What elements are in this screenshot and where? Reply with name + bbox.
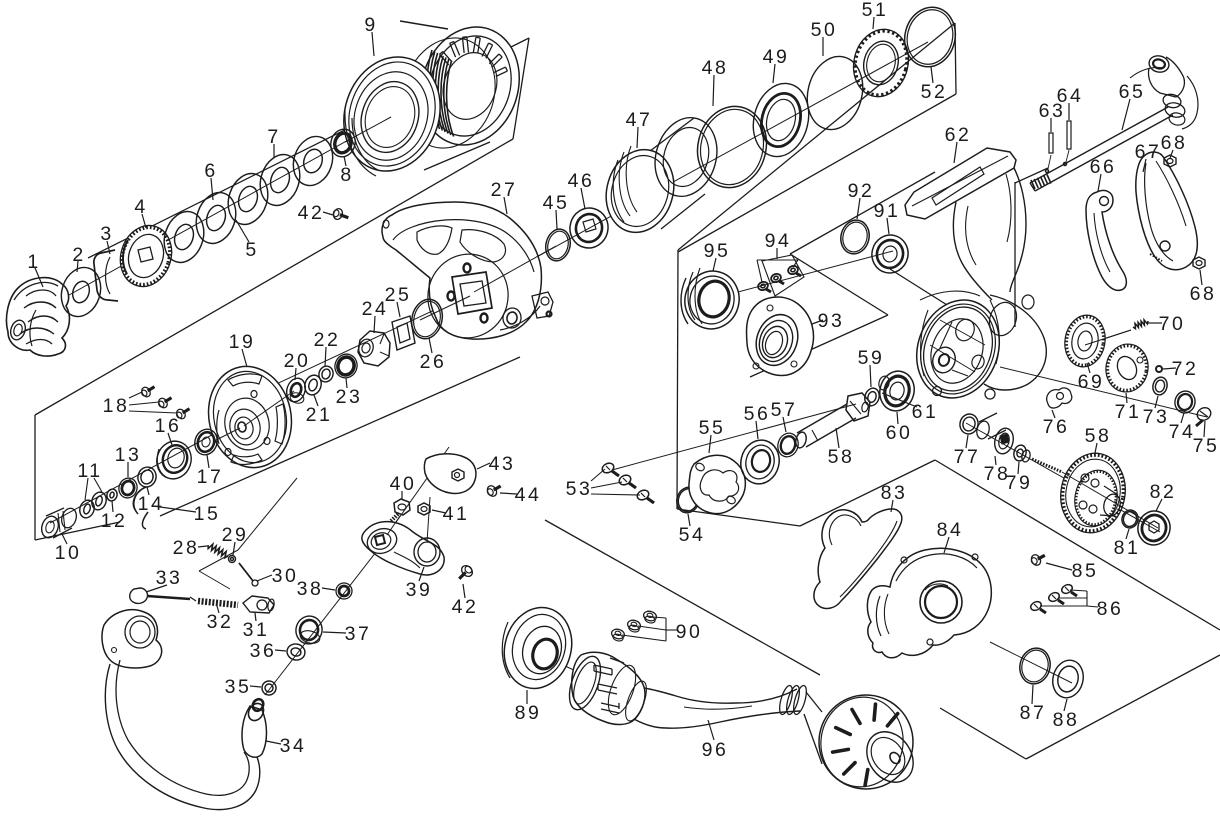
svg-text:71: 71	[1115, 401, 1142, 423]
svg-text:24: 24	[362, 298, 389, 320]
svg-text:33: 33	[156, 567, 183, 589]
svg-text:58: 58	[828, 446, 855, 468]
svg-text:68: 68	[1190, 283, 1217, 305]
svg-text:87: 87	[1020, 702, 1047, 724]
svg-text:28: 28	[173, 537, 200, 559]
svg-text:19: 19	[229, 331, 256, 353]
svg-text:83: 83	[881, 482, 908, 504]
svg-text:69: 69	[1078, 371, 1105, 393]
svg-text:26: 26	[420, 351, 447, 373]
svg-text:50: 50	[811, 19, 838, 41]
svg-text:49: 49	[763, 46, 790, 68]
svg-text:17: 17	[197, 466, 224, 488]
svg-text:55: 55	[699, 417, 726, 439]
svg-text:92: 92	[848, 180, 875, 202]
svg-text:6: 6	[204, 160, 217, 182]
svg-text:64: 64	[1057, 85, 1084, 107]
svg-text:88: 88	[1053, 709, 1080, 731]
svg-text:96: 96	[702, 739, 729, 761]
svg-text:85: 85	[1072, 560, 1099, 582]
svg-text:94: 94	[765, 230, 792, 252]
svg-text:30: 30	[272, 565, 299, 587]
svg-text:58: 58	[1085, 425, 1112, 447]
svg-text:21: 21	[306, 404, 333, 426]
svg-text:38: 38	[297, 578, 324, 600]
svg-text:16: 16	[155, 415, 182, 437]
svg-text:73: 73	[1143, 406, 1170, 428]
svg-text:20: 20	[284, 350, 311, 372]
svg-text:62: 62	[945, 124, 972, 146]
svg-text:13: 13	[115, 444, 142, 466]
svg-text:9: 9	[364, 14, 377, 36]
svg-text:43: 43	[489, 453, 516, 475]
svg-text:79: 79	[1006, 472, 1033, 494]
svg-text:74: 74	[1169, 421, 1196, 443]
svg-text:47: 47	[626, 109, 653, 131]
svg-text:56: 56	[744, 403, 771, 425]
svg-text:46: 46	[568, 170, 595, 192]
svg-text:35: 35	[225, 676, 252, 698]
svg-text:4: 4	[134, 196, 147, 218]
svg-text:32: 32	[207, 611, 234, 633]
svg-text:7: 7	[267, 126, 280, 148]
svg-text:95: 95	[704, 240, 731, 262]
svg-text:44: 44	[515, 484, 542, 506]
svg-text:40: 40	[390, 473, 417, 495]
svg-text:90: 90	[676, 621, 703, 643]
svg-text:31: 31	[243, 619, 270, 641]
svg-text:93: 93	[818, 310, 845, 332]
svg-text:70: 70	[1159, 313, 1186, 335]
svg-text:86: 86	[1097, 598, 1124, 620]
svg-text:23: 23	[336, 386, 363, 408]
svg-text:2: 2	[72, 244, 85, 266]
svg-text:66: 66	[1090, 156, 1117, 178]
svg-text:11: 11	[77, 460, 102, 482]
svg-text:68: 68	[1161, 132, 1188, 154]
svg-text:10: 10	[55, 542, 82, 564]
svg-text:84: 84	[937, 519, 964, 541]
svg-text:60: 60	[886, 422, 913, 444]
svg-text:81: 81	[1114, 537, 1141, 559]
svg-text:59: 59	[858, 347, 885, 369]
svg-text:12: 12	[101, 510, 128, 532]
svg-text:89: 89	[515, 702, 542, 724]
svg-text:57: 57	[771, 399, 798, 421]
svg-text:76: 76	[1043, 416, 1070, 438]
svg-text:41: 41	[443, 503, 470, 525]
svg-text:53: 53	[566, 478, 593, 500]
svg-text:37: 37	[345, 623, 372, 645]
svg-text:51: 51	[862, 0, 889, 21]
svg-text:27: 27	[491, 179, 518, 201]
svg-text:34: 34	[280, 735, 307, 757]
svg-text:8: 8	[340, 164, 353, 186]
svg-text:63: 63	[1039, 100, 1066, 122]
svg-text:1: 1	[27, 251, 40, 273]
svg-text:3: 3	[100, 223, 113, 245]
svg-text:22: 22	[314, 329, 341, 351]
svg-text:82: 82	[1150, 481, 1177, 503]
svg-text:29: 29	[222, 524, 249, 546]
svg-text:75: 75	[1193, 435, 1220, 457]
svg-text:61: 61	[912, 401, 939, 423]
svg-text:18: 18	[103, 395, 130, 417]
svg-text:25: 25	[385, 284, 412, 306]
svg-text:45: 45	[543, 192, 570, 214]
svg-text:52: 52	[921, 81, 948, 103]
svg-text:91: 91	[874, 200, 901, 222]
svg-text:15: 15	[194, 503, 221, 525]
svg-text:65: 65	[1119, 81, 1146, 103]
svg-text:39: 39	[406, 579, 433, 601]
svg-text:48: 48	[702, 57, 729, 79]
svg-text:42: 42	[298, 202, 325, 224]
svg-text:54: 54	[679, 524, 706, 546]
svg-text:5: 5	[245, 239, 258, 261]
svg-text:72: 72	[1172, 358, 1199, 380]
svg-text:78: 78	[984, 463, 1011, 485]
svg-text:36: 36	[250, 640, 277, 662]
svg-text:42: 42	[452, 596, 479, 618]
svg-text:14: 14	[138, 493, 165, 515]
svg-text:77: 77	[954, 446, 981, 468]
svg-text:67: 67	[1135, 141, 1162, 163]
